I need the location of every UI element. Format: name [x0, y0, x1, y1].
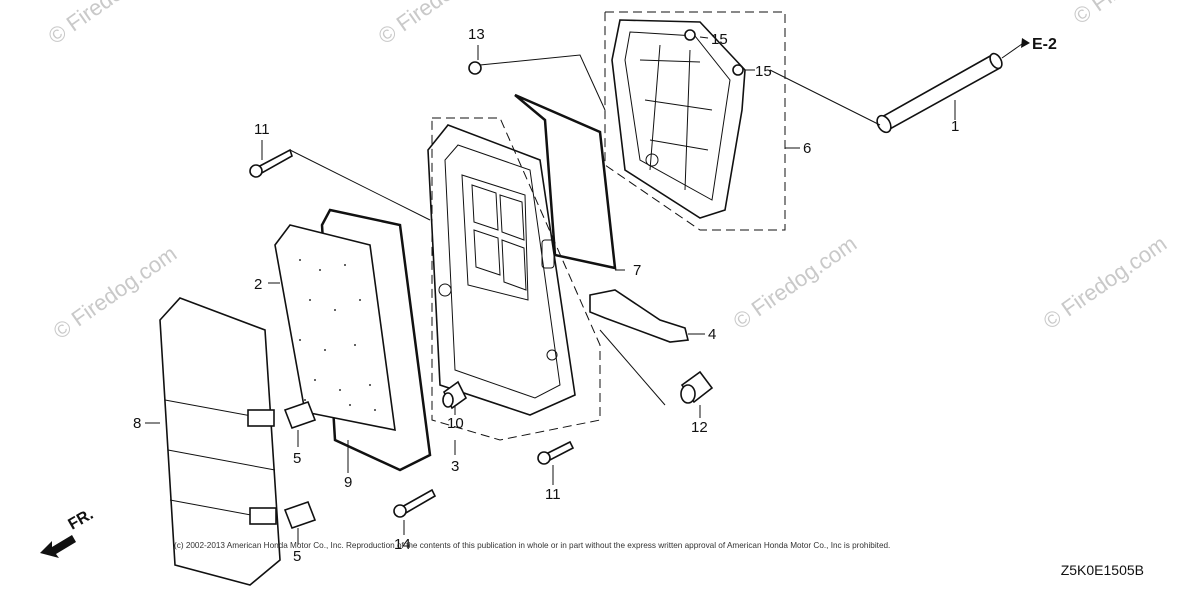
callout-11-upper: 11 — [254, 121, 270, 138]
bolt-11-upper — [249, 148, 293, 178]
callout-15-lower: 15 — [755, 63, 772, 80]
watermark-center: © Firedog.com — [729, 231, 862, 334]
element-holder — [427, 124, 576, 416]
nut-15-upper — [684, 29, 696, 41]
callout-5-lower: 5 — [293, 548, 301, 565]
callout-8: 8 — [133, 415, 141, 432]
callout-9: 9 — [344, 474, 352, 491]
callout-6: 6 — [803, 140, 811, 157]
callout-14: 14 — [394, 536, 411, 553]
callout-5-upper: 5 — [293, 450, 301, 467]
watermark-top-left: © Firedog — [44, 0, 138, 49]
foam-element — [274, 224, 396, 432]
reference-e2: E-2 — [1001, 36, 1057, 59]
clip-lower — [283, 500, 317, 530]
bolt-11-lower — [537, 440, 575, 465]
small-collar — [442, 380, 468, 410]
callout-15-upper: 15 — [711, 31, 728, 48]
callout-1: 1 — [951, 118, 959, 135]
callout-12: 12 — [691, 419, 708, 436]
callout-11-lower: 11 — [545, 486, 561, 503]
front-direction-indicator: FR. — [40, 506, 96, 558]
callout-7: 7 — [633, 262, 641, 279]
callout-3: 3 — [451, 458, 459, 475]
element-gasket — [320, 208, 432, 472]
breather-tube — [876, 52, 1003, 134]
case-seal — [514, 93, 617, 270]
arrow-right-icon — [1021, 38, 1030, 48]
foam-texture — [299, 259, 376, 411]
direction-label: FR. — [66, 506, 97, 534]
callout-numbers: 1 2 3 4 5 5 6 7 8 9 10 11 11 12 13 14 15… — [133, 26, 959, 565]
nut-13 — [468, 61, 482, 75]
front-arrow-icon — [40, 535, 76, 558]
clip-upper — [283, 400, 317, 430]
holder-group-outline — [431, 117, 601, 441]
callout-13: 13 — [468, 26, 485, 43]
stay-bracket — [589, 289, 689, 343]
reference-label: E-2 — [1032, 36, 1057, 53]
nut-15-lower — [732, 64, 744, 76]
bolt-14 — [393, 488, 437, 518]
outer-cover — [159, 297, 281, 586]
copyright-notice: (c) 2002-2013 American Honda Motor Co., … — [174, 541, 891, 550]
leader-lines — [145, 36, 956, 545]
watermark-right: © Firedog.com — [1039, 231, 1172, 334]
air-cleaner-case — [611, 19, 746, 219]
callout-4: 4 — [708, 326, 716, 343]
watermark-top-center: © Firedog — [374, 0, 468, 49]
callout-2: 2 — [254, 276, 262, 293]
watermark-top-right: © Firedog — [1069, 0, 1163, 29]
collar — [680, 370, 714, 404]
callout-10: 10 — [447, 415, 464, 432]
case-group-outline — [604, 11, 786, 231]
diagram-code: Z5K0E1505B — [1060, 562, 1144, 578]
